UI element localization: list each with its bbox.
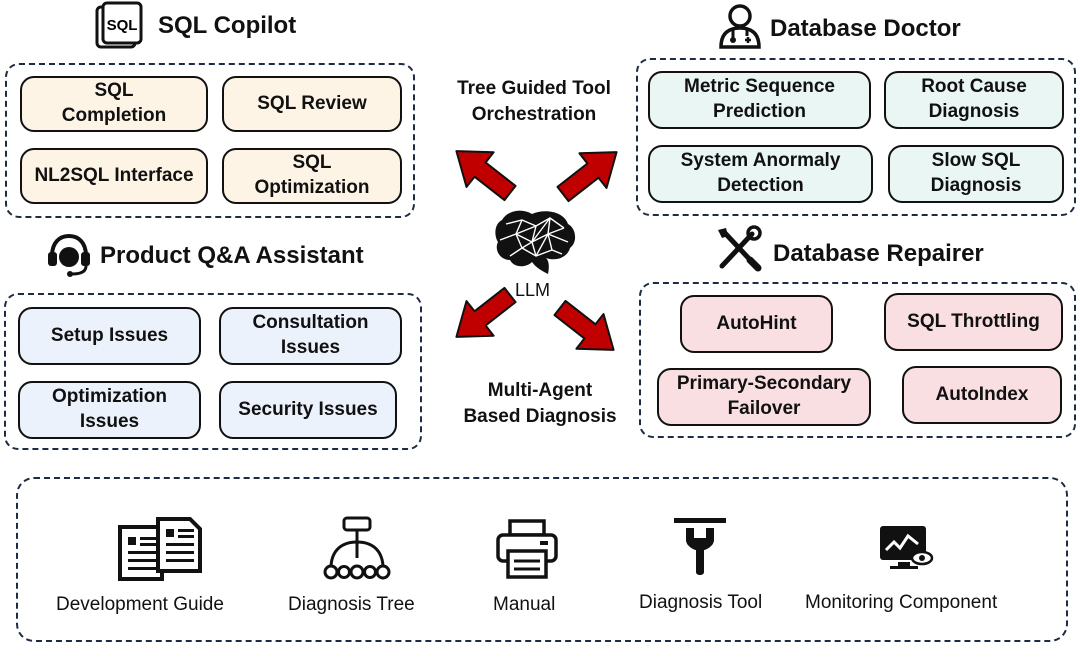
autohint-box: AutoHint [680,295,833,353]
database-repairer-title: Database Repairer [773,240,984,267]
monitoring-component-label: Monitoring Component [805,592,998,613]
brain-icon [495,210,576,274]
sql-copilot-title: SQL Copilot [158,12,297,39]
arrow-to-sql-copilot [441,132,525,212]
tree-guided-caption: Tree Guided Tool Orchestration [457,78,611,125]
slow-sql-diagnosis-box: Slow SQL Diagnosis [888,145,1064,203]
tools-group [16,477,1068,642]
diagnosis-tool-label: Diagnosis Tool [639,592,763,613]
security-issues-box: Security Issues [219,381,397,439]
development-guide-label: Development Guide [56,594,224,615]
printer-icon [496,519,558,579]
optimization-issues-box: Optimization Issues [18,381,201,439]
database-repairer-group [639,282,1076,438]
setup-issues-box: Setup Issues [18,307,201,365]
metric-sequence-prediction-box: Metric Sequence Prediction [648,71,871,129]
autoindex-box: AutoIndex [902,366,1062,424]
sql-optimization-box: SQL Optimization [222,148,402,204]
arrow-to-product-qa [441,276,525,356]
wrench-icon [674,518,726,575]
root-cause-diagnosis-box: Root Cause Diagnosis [884,71,1064,129]
monitor-icon [880,526,934,569]
sql-completion-box: SQL Completion [20,76,208,132]
multi-agent-caption: Multi-Agent Based Diagnosis [463,380,617,427]
tree-icon [323,516,391,580]
manual-label: Manual [493,594,556,615]
product-qa-group [4,293,422,450]
primary-secondary-failover-box: Primary-Secondary Failover [657,368,871,426]
sql-copilot-group [5,63,415,218]
svg-text:SQL: SQL [107,17,138,34]
sql-review-box: SQL Review [222,76,402,132]
headset-icon [48,233,90,277]
database-doctor-title: Database Doctor [770,15,961,42]
documents-icon [118,517,202,581]
database-doctor-group [636,58,1076,216]
nl2sql-interface-box: NL2SQL Interface [20,148,208,204]
doctor-icon [719,4,761,49]
diagnosis-tree-label: Diagnosis Tree [288,594,415,615]
llm-label: LLM [515,280,551,300]
system-anomaly-detection-box: System Anormaly Detection [648,145,873,203]
arrow-to-database-doctor [548,133,632,213]
arrow-to-database-repairer [545,289,629,369]
sql-throttling-box: SQL Throttling [884,293,1063,351]
sql-file-icon: SQL [95,1,143,49]
product-qa-title: Product Q&A Assistant [100,242,364,269]
consultation-issues-box: Consultation Issues [219,307,402,365]
tools-icon [718,225,762,272]
